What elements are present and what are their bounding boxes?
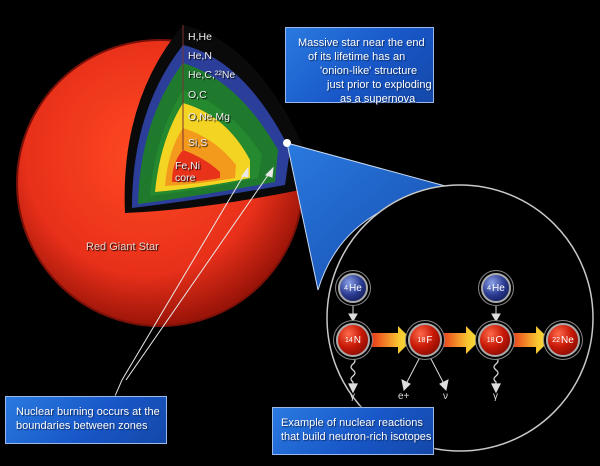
onion-line-2: of its lifetime has an: [308, 51, 406, 63]
zone-label-si-s: Si,S: [188, 137, 208, 149]
element-symbol: He: [349, 282, 362, 294]
helium-input-arrows: [348, 301, 501, 323]
mass-number: 18: [417, 336, 426, 344]
positron-label: e+: [398, 391, 410, 402]
onion-line-3: 'onion-like' structure: [320, 65, 418, 77]
red-giant-label: Red Giant Star: [86, 241, 159, 253]
burning-arrows: [121, 166, 274, 381]
zone-label-o-c: O,C: [188, 89, 207, 101]
element-symbol: He: [492, 282, 505, 294]
zone-label-he-n: He,N: [188, 50, 212, 62]
mass-number: 18: [486, 336, 495, 344]
zone-label-core: core: [175, 172, 196, 184]
nuclear-burning-callout: Nuclear burning occurs at the boundaries…: [5, 396, 167, 444]
burning-line-1: Nuclear burning occurs at the: [16, 406, 160, 418]
mass-number: 22: [552, 336, 560, 344]
reactions-line-2: that build neutron-rich isotopes: [281, 431, 432, 443]
onion-line-4: just prior to exploding: [327, 79, 432, 91]
burning-line-2: boundaries between zones: [16, 420, 148, 432]
nuclear-reactions-callout: Example of nuclear reactions that build …: [272, 407, 434, 455]
zoom-origin-dot: [283, 139, 291, 147]
zone-label-o-ne-mg: O,Ne,Mg: [188, 111, 231, 123]
burning-callout-pointer: [114, 379, 123, 397]
element-symbol: O: [495, 334, 504, 346]
onion-cutaway: [124, 25, 305, 213]
reactions-line-1: Example of nuclear reactions: [281, 417, 423, 429]
reaction-arrows: [370, 326, 550, 354]
zone-label-he-c-ne22: He,C,²²Ne: [188, 69, 236, 81]
neutrino-label: ν: [443, 391, 448, 402]
zone-label-fe-ni: Fe,Ni: [175, 160, 201, 172]
element-symbol: N: [353, 334, 362, 346]
mass-number: 14: [344, 336, 353, 344]
onion-structure-callout: Massive star near the end of its lifetim…: [285, 27, 434, 105]
element-symbol: F: [426, 334, 433, 346]
onion-line-1: Massive star near the end: [298, 37, 425, 49]
gamma-emissions: [348, 357, 501, 394]
beta-decay-emissions: [401, 356, 449, 392]
gamma-label-1: γ: [350, 391, 355, 402]
mass-number: 4: [344, 284, 349, 292]
element-symbol: Ne: [561, 334, 574, 346]
zone-label-h-he: H,He: [188, 31, 212, 43]
onion-line-5: as a supernova: [340, 93, 416, 105]
reaction-inset-circle: [326, 184, 594, 452]
gamma-label-2: γ: [493, 391, 498, 402]
mass-number: 4: [487, 284, 492, 292]
